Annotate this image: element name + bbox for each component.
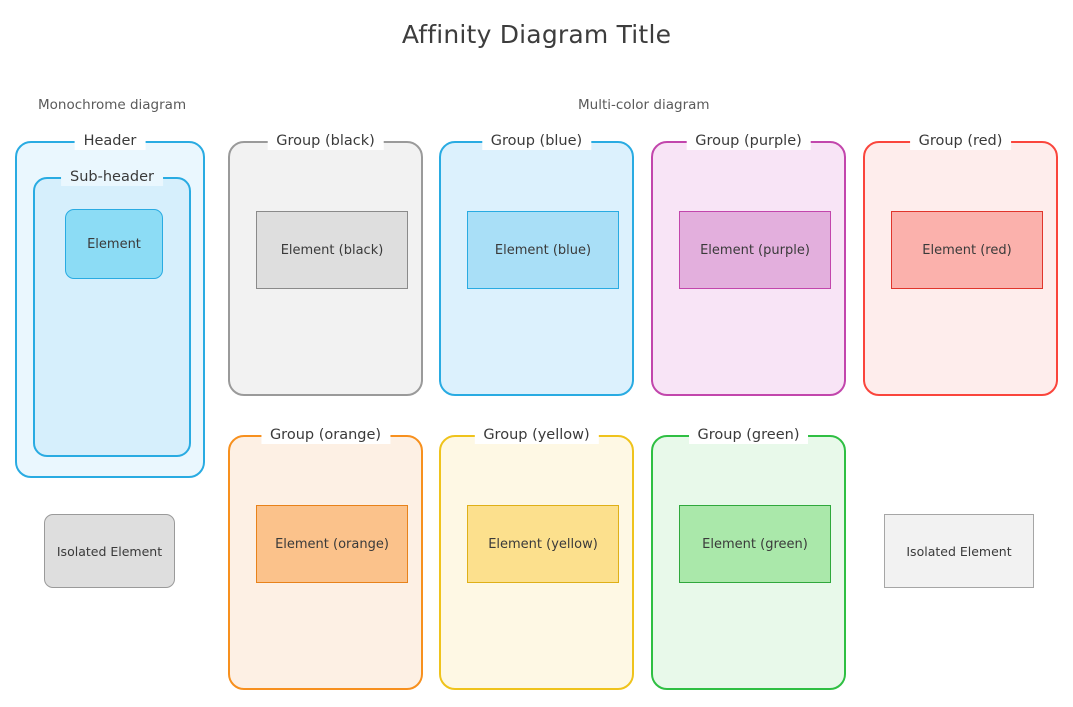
group-orange[interactable]: Group (orange) Element (orange) bbox=[228, 426, 423, 690]
element-green-label: Element (green) bbox=[702, 536, 808, 552]
element-black[interactable]: Element (black) bbox=[256, 211, 408, 289]
group-blue[interactable]: Group (blue) Element (blue) bbox=[439, 132, 634, 396]
element-blue-label: Element (blue) bbox=[494, 242, 592, 258]
isolated-element-left-label: Isolated Element bbox=[56, 543, 163, 559]
group-black-label: Group (black) bbox=[267, 132, 384, 150]
element-yellow[interactable]: Element (yellow) bbox=[467, 505, 619, 583]
isolated-element-left[interactable]: Isolated Element bbox=[44, 514, 175, 588]
section-label-monochrome: Monochrome diagram bbox=[38, 97, 187, 113]
isolated-element-right-label: Isolated Element bbox=[906, 543, 1012, 559]
group-green[interactable]: Group (green) Element (green) bbox=[651, 426, 846, 690]
group-purple[interactable]: Group (purple) Element (purple) bbox=[651, 132, 846, 396]
element-blue[interactable]: Element (blue) bbox=[467, 211, 619, 289]
element-mono-label: Element bbox=[87, 236, 141, 252]
group-header[interactable]: Header Sub-header Element bbox=[15, 132, 205, 478]
element-purple-label: Element (purple) bbox=[700, 242, 810, 258]
group-red[interactable]: Group (red) Element (red) bbox=[863, 132, 1058, 396]
group-orange-label: Group (orange) bbox=[260, 426, 391, 444]
element-orange[interactable]: Element (orange) bbox=[256, 505, 408, 583]
group-green-label: Group (green) bbox=[688, 426, 809, 444]
isolated-element-right[interactable]: Isolated Element bbox=[884, 514, 1034, 588]
element-black-label: Element (black) bbox=[280, 242, 384, 258]
group-purple-label: Group (purple) bbox=[686, 132, 811, 150]
page-title: Affinity Diagram Title bbox=[401, 20, 672, 49]
group-yellow-label: Group (yellow) bbox=[474, 426, 599, 444]
element-purple[interactable]: Element (purple) bbox=[679, 211, 831, 289]
element-orange-label: Element (orange) bbox=[275, 536, 389, 552]
group-red-label: Group (red) bbox=[909, 132, 1012, 150]
element-mono[interactable]: Element bbox=[65, 209, 163, 279]
group-blue-label: Group (blue) bbox=[481, 132, 592, 150]
group-sub-header[interactable]: Sub-header Element bbox=[33, 168, 191, 457]
element-yellow-label: Element (yellow) bbox=[488, 536, 598, 552]
group-sub-header-label: Sub-header bbox=[61, 168, 163, 186]
group-header-label: Header bbox=[74, 132, 146, 150]
group-black[interactable]: Group (black) Element (black) bbox=[228, 132, 423, 396]
section-label-multicolor: Multi-color diagram bbox=[578, 97, 710, 113]
element-red[interactable]: Element (red) bbox=[891, 211, 1043, 289]
element-green[interactable]: Element (green) bbox=[679, 505, 831, 583]
element-red-label: Element (red) bbox=[922, 242, 1012, 258]
group-yellow[interactable]: Group (yellow) Element (yellow) bbox=[439, 426, 634, 690]
